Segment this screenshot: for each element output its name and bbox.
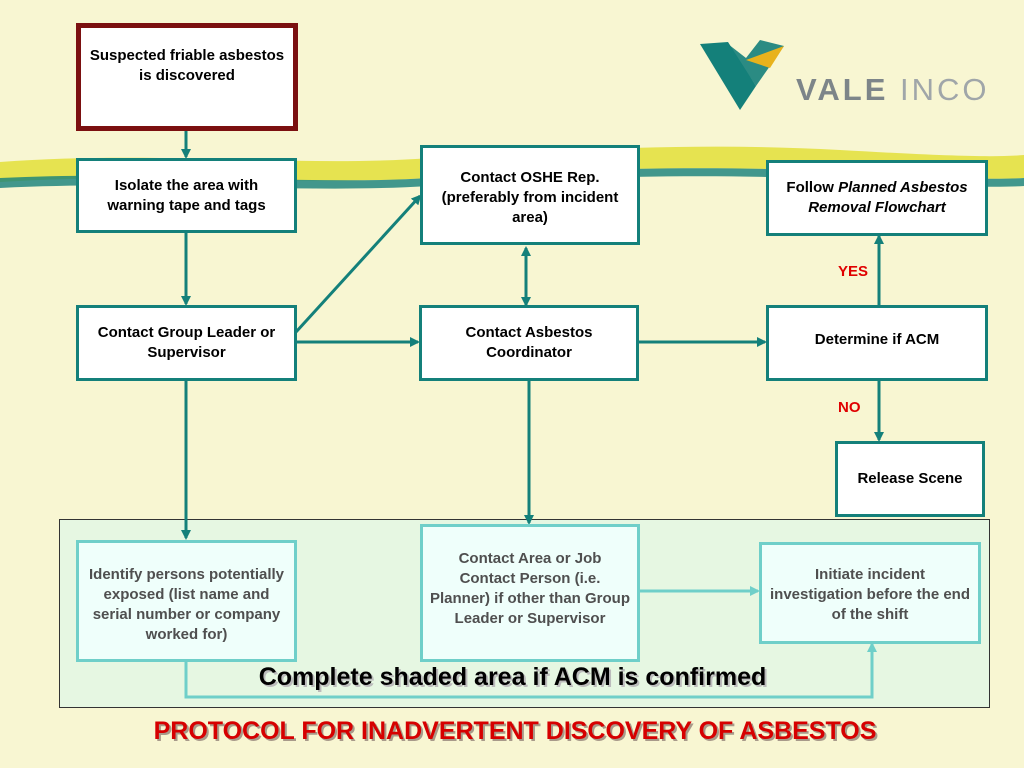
start-box-text: Suspected friable asbestos is discovered — [89, 47, 285, 84]
follow-flowchart-box: Follow Planned Asbestos Removal Flowchar… — [766, 160, 988, 236]
vale-inco-logo-icon — [700, 40, 784, 110]
oshe-box-text: Contact OSHE Rep. (preferably from incid… — [441, 169, 619, 226]
contact-area-box-text: Contact Area or Job Contact Person (i.e.… — [429, 550, 630, 627]
contact-area-box: Contact Area or Job Contact Person (i.e.… — [420, 524, 640, 662]
follow-italic-link: Planned Asbestos Removal Flowchart — [808, 179, 968, 216]
start-box: Suspected friable asbestos is discovered — [76, 23, 298, 131]
page-title: PROTOCOL FOR INADVERTENT DISCOVERY OF AS… — [153, 717, 877, 745]
coordinator-box-text: Contact Asbestos Coordinator — [465, 324, 593, 361]
identify-box: Identify persons potentially exposed (li… — [76, 540, 297, 662]
arrow-identify-to-incident — [184, 642, 877, 699]
shaded-area-caption: Complete shaded area if ACM is confirmed — [258, 663, 767, 691]
follow-prefix: Follow — [786, 179, 839, 196]
no-label: NO — [838, 399, 861, 416]
release-box: Release Scene — [835, 441, 985, 517]
coordinator-box: Contact Asbestos Coordinator — [419, 305, 639, 381]
isolate-box: Isolate the area with warning tape and t… — [76, 158, 297, 233]
logo-text-bold: VALE — [796, 72, 889, 107]
release-box-text: Release Scene — [857, 470, 963, 487]
incident-box: Initiate incident investigation before t… — [759, 542, 981, 644]
logo-text-light: INCO — [900, 72, 990, 107]
group-leader-box: Contact Group Leader or Supervisor — [76, 305, 297, 381]
follow-flowchart-text: Follow Planned Asbestos Removal Flowchar… — [775, 178, 979, 218]
yes-label: YES — [838, 263, 869, 280]
incident-box-text: Initiate incident investigation before t… — [769, 566, 971, 623]
group-leader-box-text: Contact Group Leader or Supervisor — [97, 324, 276, 361]
isolate-box-text: Isolate the area with warning tape and t… — [107, 176, 266, 214]
logo-wordmark: VALE INCO — [796, 72, 990, 108]
determine-box-text: Determine if ACM — [814, 331, 940, 348]
determine-box: Determine if ACM — [766, 305, 988, 381]
oshe-box: Contact OSHE Rep. (preferably from incid… — [420, 145, 640, 245]
line-group-leader-to-oshe — [294, 194, 422, 334]
identify-box-text: Identify persons potentially exposed (li… — [88, 566, 285, 643]
